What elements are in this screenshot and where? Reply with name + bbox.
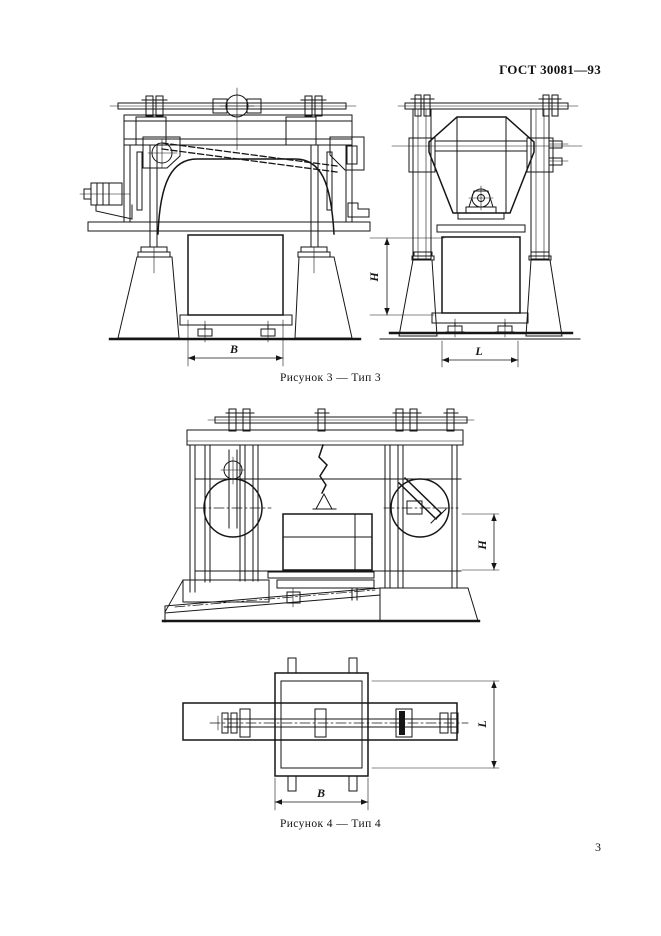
dim-label-b-front3: В <box>229 342 238 356</box>
figure4-caption: Рисунок 4 — Тип 4 <box>279 818 382 830</box>
dim-label-h-side3: Н <box>367 272 381 283</box>
dim-label-b-plan4: В <box>316 786 325 800</box>
figure3-dimension-height: Н <box>367 237 445 316</box>
figure3-side-view: Н L <box>367 94 583 368</box>
figure3-front-view: В <box>79 87 371 367</box>
dim-label-l-plan4: L <box>475 720 489 728</box>
figure4-front-view: Н <box>161 408 500 623</box>
dim-label-l-side3: L <box>474 344 482 358</box>
figure4-dimension-height: Н <box>461 513 500 571</box>
figure3-dimension-width: В <box>187 319 284 367</box>
page-number: 3 <box>595 840 601 854</box>
figure4-dimension-length: L <box>371 680 500 769</box>
figure3-dimension-length: L <box>441 340 519 368</box>
standard-number-header: ГОСТ 30081—93 <box>499 62 601 77</box>
dim-label-h-front4: Н <box>475 540 489 551</box>
figure3-caption: Рисунок 3 — Тип 3 <box>279 372 382 384</box>
figure4-dimension-width: В <box>274 777 369 811</box>
figure4-plan-view: В L <box>182 657 500 811</box>
